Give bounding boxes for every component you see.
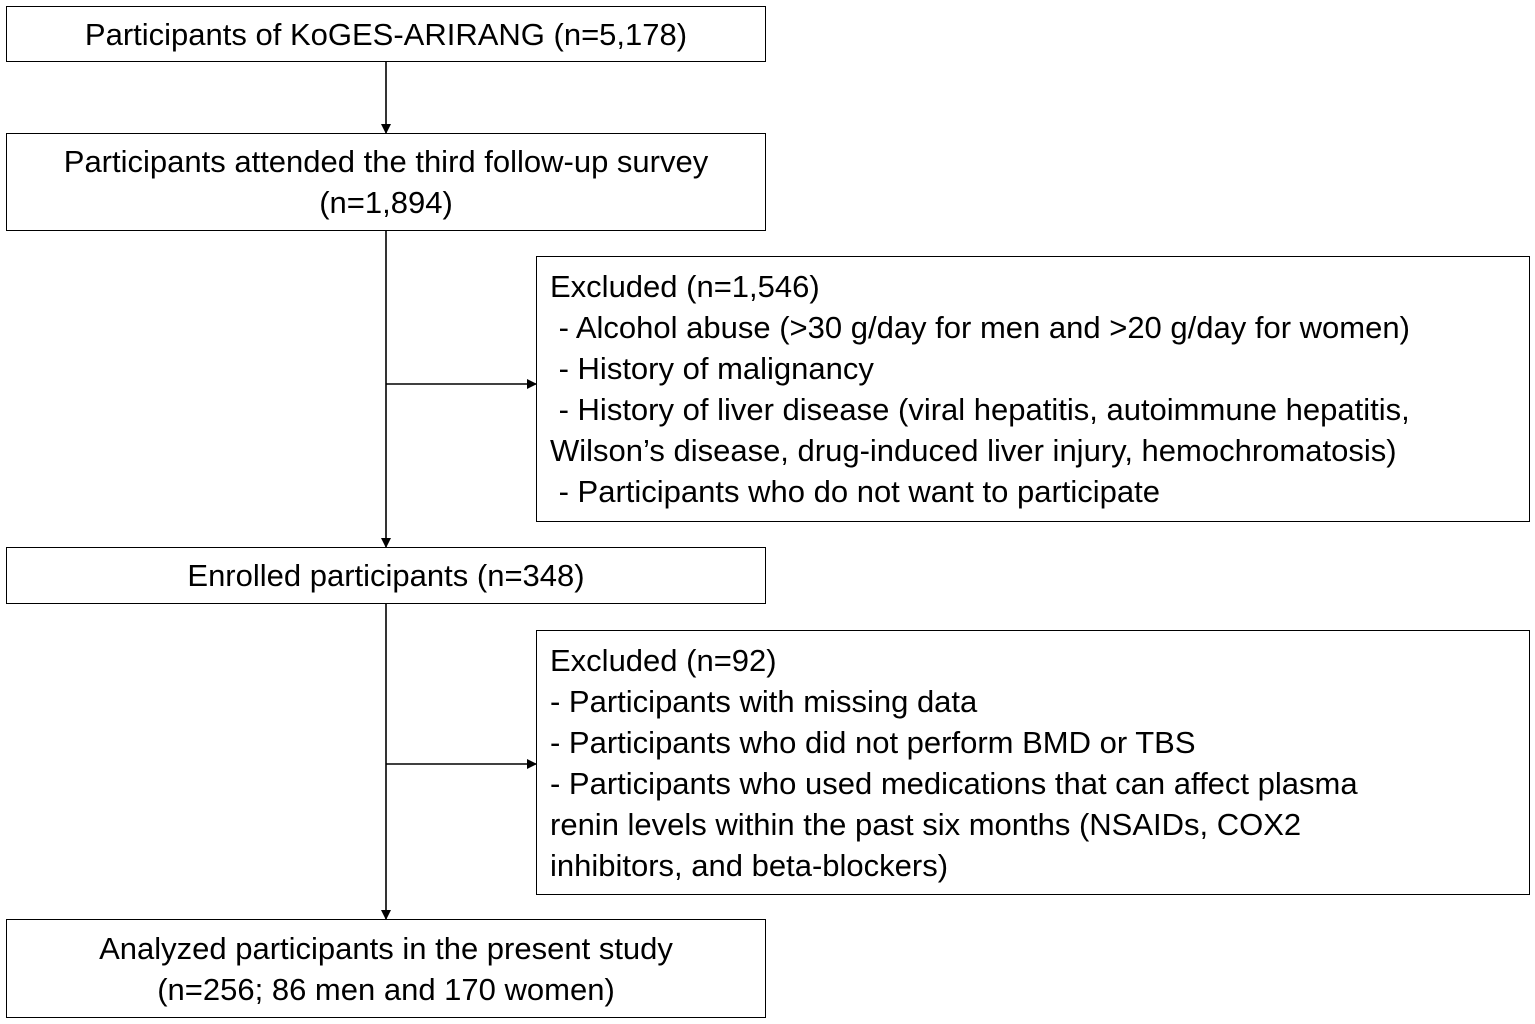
box-text-line: (n=256; 86 men and 170 women) xyxy=(157,971,615,1007)
box-text-line: Enrolled participants (n=348) xyxy=(187,558,585,593)
box-text-line: Analyzed participants in the present stu… xyxy=(99,930,673,966)
exclusion-item: inhibitors, and beta-blockers) xyxy=(550,848,949,883)
exclusion-item: - Participants who did not perform BMD o… xyxy=(550,725,1196,760)
box-text-line: Participants attended the third follow-u… xyxy=(63,144,709,179)
exclusion-item: - History of liver disease (viral hepati… xyxy=(550,392,1410,427)
exclusion-item: Wilson’s disease, drug-induced liver inj… xyxy=(550,433,1397,468)
box-enrolled-participants: Enrolled participants (n=348) xyxy=(6,547,766,604)
exclusion-item: renin levels within the past six months … xyxy=(550,807,1302,842)
box-exclusion-2: Excluded (n=92) - Participants with miss… xyxy=(536,630,1530,895)
exclusion-item: - Alcohol abuse (>30 g/day for men and >… xyxy=(550,310,1410,345)
exclusion-heading: Excluded (n=92) xyxy=(550,643,777,678)
exclusion-item: - Participants who used medications that… xyxy=(550,766,1358,801)
box-exclusion-1: Excluded (n=1,546) - Alcohol abuse (>30 … xyxy=(536,256,1530,522)
box-text-line: Participants of KoGES-ARIRANG (n=5,178) xyxy=(84,16,688,52)
box-third-follow-up: Participants attended the third follow-u… xyxy=(6,133,766,231)
box-analyzed-participants: Analyzed participants in the present stu… xyxy=(6,919,766,1018)
exclusion-item: - History of malignancy xyxy=(550,351,874,386)
box-participants-koges: Participants of KoGES-ARIRANG (n=5,178) xyxy=(6,6,766,62)
exclusion-heading: Excluded (n=1,546) xyxy=(550,269,820,304)
exclusion-item: - Participants with missing data xyxy=(550,684,978,719)
box-text-line: (n=1,894) xyxy=(319,185,453,220)
exclusion-item: - Participants who do not want to partic… xyxy=(550,474,1160,509)
